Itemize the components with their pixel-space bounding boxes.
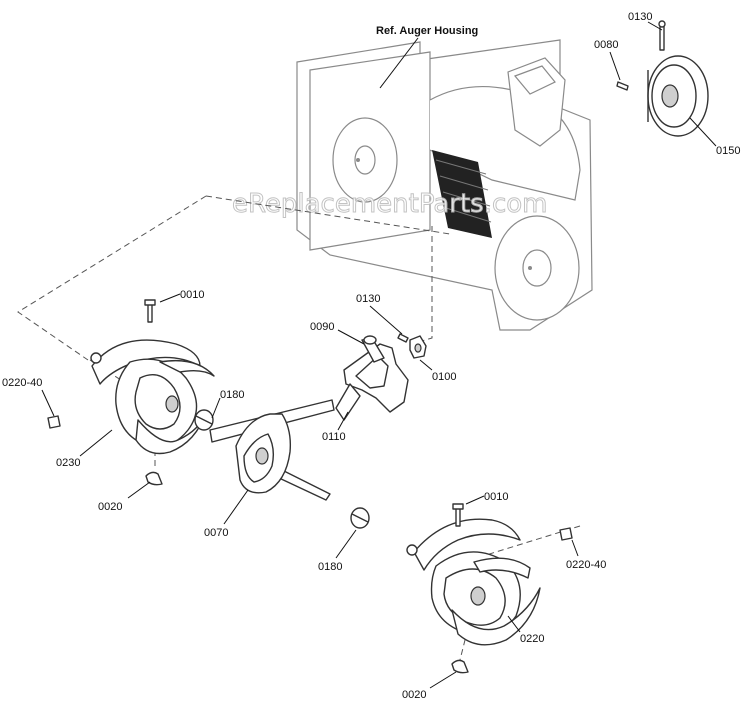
label-0110: 0110 — [322, 431, 346, 443]
label-0020-right: 0020 — [402, 689, 426, 701]
impeller-0110 — [335, 337, 409, 421]
bearing-0180-right — [350, 507, 370, 529]
locknut-0220-40-left — [47, 415, 61, 429]
label-0090: 0090 — [310, 321, 334, 333]
key-0080 — [616, 81, 629, 91]
label-0130-mid: 0130 — [356, 293, 380, 305]
watermark-text: eReplacementParts.com — [232, 189, 548, 219]
seal-0090 — [363, 335, 377, 345]
label-0010-right: 0010 — [484, 491, 508, 503]
label-0070: 0070 — [204, 527, 228, 539]
label-0230: 0230 — [56, 457, 80, 469]
right-auger-0220 — [406, 518, 541, 646]
bearing-0100 — [409, 335, 427, 359]
label-0220: 0220 — [520, 633, 544, 645]
label-0220-40-left: 0220-40 — [2, 377, 42, 389]
label-0100: 0100 — [432, 371, 456, 383]
locknut-0220-40-right — [559, 527, 573, 541]
bearing-0180-left — [194, 409, 214, 431]
pulley-0150 — [647, 55, 709, 137]
ref-auger-housing-label: Ref. Auger Housing — [376, 25, 478, 37]
label-0180-left: 0180 — [220, 389, 244, 401]
bolt-0010-left — [144, 299, 156, 323]
bolt-0130-mid — [397, 333, 409, 343]
label-0150: 0150 — [716, 145, 740, 157]
gearbox-0070 — [209, 399, 335, 501]
bolt-0130-top — [658, 20, 666, 51]
label-0010-left: 0010 — [180, 289, 204, 301]
label-0080: 0080 — [594, 39, 618, 51]
label-0020-left: 0020 — [98, 501, 122, 513]
label-0130-top: 0130 — [628, 11, 652, 23]
label-0180-right: 0180 — [318, 561, 342, 573]
shear-pin-0020-left — [145, 471, 163, 486]
bolt-0010-right — [452, 503, 464, 527]
auger-housing — [296, 39, 593, 331]
label-0220-40-right: 0220-40 — [566, 559, 606, 571]
shear-pin-0020-right — [451, 659, 469, 674]
left-auger-0230 — [90, 339, 215, 455]
